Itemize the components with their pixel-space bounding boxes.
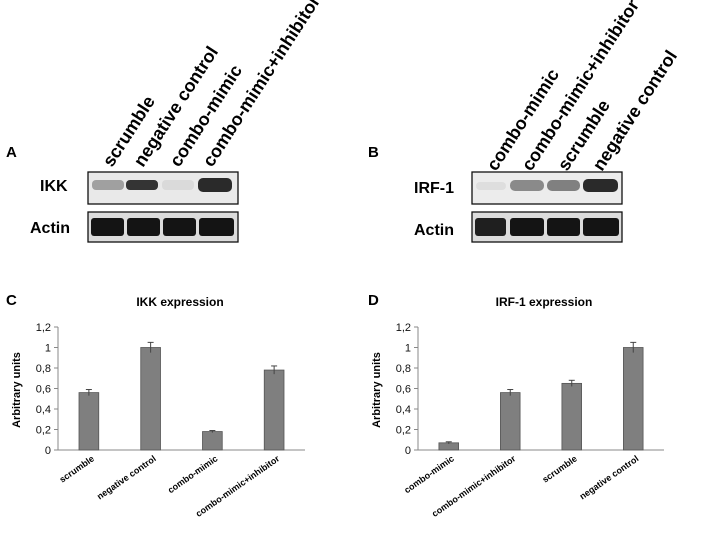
bar	[438, 442, 459, 451]
panel-c-chart: C IKK expression Arbitrary units 0 0,2 0,4…	[6, 292, 305, 519]
band	[91, 218, 124, 236]
x-tick-label: negative control	[578, 453, 641, 501]
panel-c-letter: C	[6, 292, 17, 309]
y-tick-label: 0,6	[396, 384, 411, 396]
panel-a-actin-bands	[91, 218, 234, 236]
y-axis-label: Arbitrary units	[371, 352, 383, 428]
panel-b-irf1-bands	[476, 179, 618, 192]
band	[475, 218, 506, 236]
band	[199, 218, 234, 236]
y-tick-label: 0	[405, 445, 411, 457]
y-tick-label: 0,2	[36, 425, 51, 437]
band	[510, 218, 544, 236]
panel-b-blot: B combo-mimic combo-mimic+inhibitor scru…	[368, 0, 681, 243]
band	[198, 178, 232, 192]
panel-a-row-label-actin: Actin	[30, 220, 70, 237]
bar	[140, 347, 161, 451]
panel-a-letter: A	[6, 144, 17, 161]
panel-a-row-label-ikk: IKK	[40, 178, 68, 195]
band	[126, 180, 158, 190]
band	[127, 218, 160, 236]
panel-b-row-label-actin: Actin	[414, 222, 454, 239]
y-axis-label: Arbitrary units	[11, 352, 23, 428]
x-tick-label: combo-mimic	[166, 453, 220, 495]
x-tick-label: scrumble	[57, 453, 96, 484]
y-tick-label: 0,4	[396, 404, 411, 416]
panel-b-letter: B	[368, 144, 379, 161]
y-tick-label: 0,2	[396, 425, 411, 437]
bar	[263, 369, 285, 451]
band	[583, 218, 619, 236]
bar	[78, 392, 100, 451]
y-tick-label: 1,2	[36, 322, 51, 334]
bar	[623, 347, 644, 451]
band	[547, 218, 580, 236]
panel-b-actin-bands	[475, 218, 619, 236]
panel-b-row-label-irf1: IRF-1	[414, 180, 454, 197]
bar	[500, 392, 521, 451]
bar	[561, 382, 582, 451]
y-tick-label: 1	[405, 343, 411, 355]
y-tick-label: 1,2	[396, 322, 411, 334]
band	[162, 180, 194, 190]
y-tick-label: 0,6	[36, 384, 51, 396]
panel-d-chart: D IRF-1 expression Arbitrary units 0 0,2 0…	[368, 292, 664, 519]
y-tick-label: 0,8	[36, 363, 51, 375]
x-tick-label: negative control	[95, 453, 158, 501]
panel-a-blot: A scrumble negative control combo-mimic …	[6, 0, 324, 243]
chart-title: IKK expression	[136, 295, 223, 309]
band	[547, 180, 580, 191]
y-tick-label: 1	[45, 343, 51, 355]
band	[163, 218, 196, 236]
band	[510, 180, 544, 191]
panel-a-ikk-bands	[92, 178, 232, 192]
y-tick-label: 0	[45, 445, 51, 457]
chart-title: IRF-1 expression	[496, 295, 593, 309]
band	[583, 179, 618, 192]
band	[92, 180, 124, 190]
band	[476, 182, 506, 190]
x-tick-label: combo-mimic	[402, 453, 456, 495]
panel-d-letter: D	[368, 292, 379, 309]
y-tick-label: 0,4	[36, 404, 51, 416]
y-tick-label: 0,8	[396, 363, 411, 375]
chart-d-plot: 00,20,40,60,811,2combo-mimiccombo-mimic+…	[396, 322, 664, 519]
x-tick-label: scrumble	[540, 453, 579, 484]
bar	[202, 431, 223, 451]
